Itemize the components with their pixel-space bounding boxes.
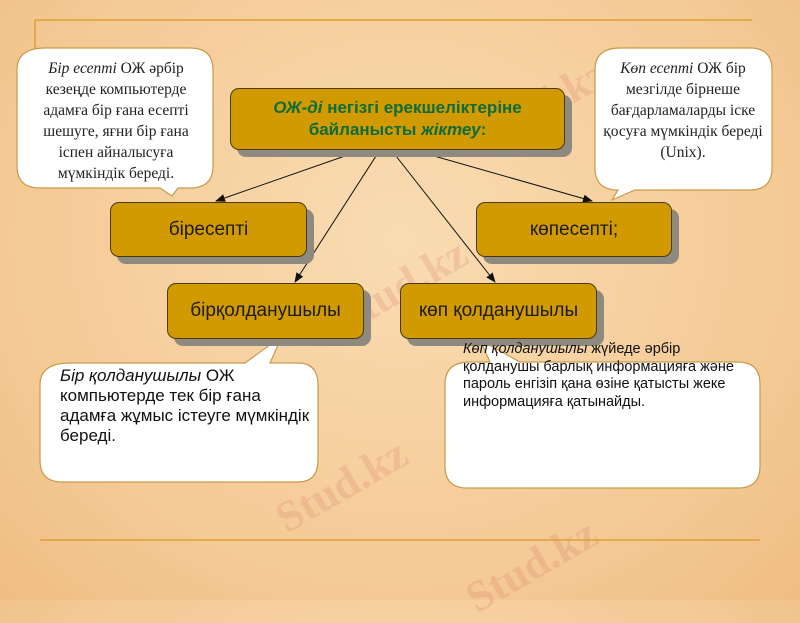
callout-bubble-multi-task [594,47,773,202]
callout-body: ОЖ бір мезгілде бірнеше бағдарламаларды … [603,60,763,161]
node-label: бірқолданушылы [190,300,341,321]
node-multi-task: көпесепті; [476,202,672,257]
node-label: біресепті [168,218,249,240]
node-single-task: біресепті [110,202,307,257]
arrow-multi-user [384,141,496,283]
arrow-multi-task [384,141,593,203]
callout-multi-user: Көп қолданушылы жүйеде әрбір қолданушы б… [463,341,743,411]
callout-italic: Бір есепті [48,60,117,77]
callout-italic: Көп есепті [620,60,694,77]
callout-single-user: Бір қолданушылы ОЖ компьютерде тек бір ғ… [60,366,310,446]
callout-body: ОЖ әрбір кезеңде компьютерде адамға бір … [43,60,189,182]
callout-bubble-multi-user [444,338,761,489]
node-multi-user: көп қолданушылы [400,283,597,339]
arrow-single-task [215,141,386,202]
title-colon: : [480,120,487,139]
title-line2: байланысты [308,120,422,139]
title-line1: негізгі ерекшеліктеріне [322,98,522,117]
title-line2-italic: жіктеу [421,120,481,139]
callout-bubble-single-user [39,334,319,483]
node-single-user: бірқолданушылы [167,283,364,339]
node-label: көпесепті; [529,218,619,240]
callout-bubble-single-task [16,47,214,197]
title-italic: ОЖ-ді [273,98,323,117]
callout-body: ОЖ компьютерде тек бір ғана адамға жұмыс… [60,366,310,445]
connector-lines [16,19,773,541]
callout-body: жүйеде әрбір қолданушы барлық информация… [463,341,734,410]
main-topic-box: ОЖ-ді негізгі ерекшеліктеріне байланысты… [230,88,565,150]
callout-italic: Көп қолданушылы [463,341,588,357]
callout-multi-task: Көп есепті ОЖ бір мезгілде бірнеше бағда… [603,58,763,163]
callout-italic: Бір қолданушылы [60,366,202,385]
callout-single-task: Бір есепті ОЖ әрбір кезеңде компьютерде … [28,58,204,184]
node-label: көп қолданушылы [418,300,579,321]
arrow-single-user [294,141,386,283]
